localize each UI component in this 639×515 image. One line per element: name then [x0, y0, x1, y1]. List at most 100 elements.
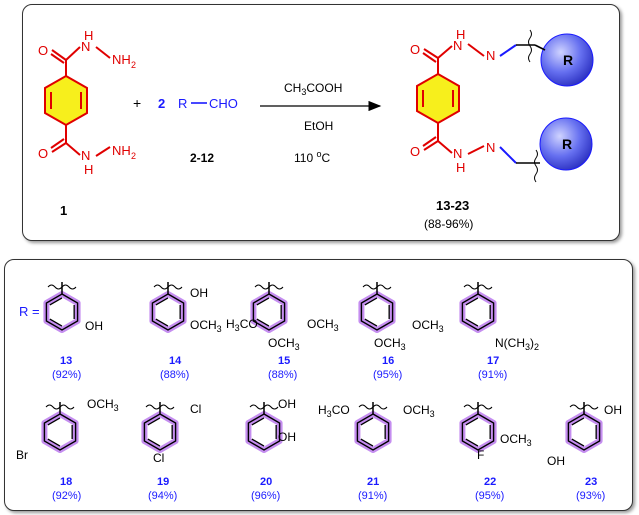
group-23-a: OH — [604, 403, 622, 417]
group-21-a: H3CO — [318, 403, 350, 419]
plus-sign: + — [133, 95, 141, 111]
svg-text:N: N — [453, 146, 462, 161]
compound-yield: (95%) — [373, 369, 402, 381]
group-23-b: OH — [547, 454, 565, 468]
ring-double-bond — [147, 438, 161, 447]
ring-double-bond — [256, 297, 270, 306]
group-17-a: N(CH3)2 — [495, 336, 539, 352]
wavy-attachment — [47, 284, 77, 290]
group-19-a: Cl — [190, 402, 201, 416]
compound-number: 23 — [585, 476, 597, 488]
ring-highlight — [358, 291, 396, 333]
compound-yield: (92%) — [52, 490, 81, 502]
substituent-rings — [41, 282, 603, 453]
compound-number: 13 — [60, 355, 72, 367]
reagent-r: R — [178, 96, 187, 111]
group-22-a: F — [477, 448, 484, 462]
ring-highlight — [354, 411, 392, 453]
svg-text:O: O — [38, 146, 48, 161]
svg-text:2: 2 — [131, 60, 136, 70]
ring-double-bond — [155, 297, 169, 306]
ring-highlight — [141, 411, 179, 453]
svg-text:N: N — [486, 48, 495, 63]
reagent-coefficient: 2 — [158, 96, 165, 111]
ring-outline — [252, 293, 286, 331]
ring-double-bond — [251, 438, 265, 447]
wavy-attachment — [254, 284, 284, 290]
benzene-ring — [565, 402, 603, 453]
ring-highlight — [245, 411, 283, 453]
ring-double-bond — [465, 297, 479, 306]
compound-yield: (93%) — [576, 490, 605, 502]
group-20-b: OH — [278, 430, 296, 444]
benzene-ring — [358, 282, 396, 333]
compound-yield: (91%) — [358, 490, 387, 502]
compound-number: 18 — [60, 476, 72, 488]
ring-outline — [43, 413, 77, 451]
wavy-attachment — [153, 284, 183, 290]
ring-highlight — [149, 291, 187, 333]
compound-yield: (96%) — [251, 490, 280, 502]
compound-yield: (94%) — [148, 490, 177, 502]
ring-outline — [360, 293, 394, 331]
benzene-ring — [459, 282, 497, 333]
compound-number: 15 — [278, 355, 290, 367]
r-equals-label: R = — [19, 304, 40, 319]
group-16-b: OCH3 — [374, 336, 406, 352]
product-structure: O N H N O N H N R R — [410, 27, 594, 183]
svg-text:2: 2 — [131, 151, 136, 161]
ring-double-bond — [360, 438, 374, 447]
svg-text:N: N — [81, 148, 90, 163]
reactant-1-number: 1 — [60, 203, 67, 218]
condition-acid: CH3COOH — [284, 81, 342, 97]
reactant-1-structure: O N H NH 2 O N H NH 2 — [38, 28, 136, 177]
group-22-b: OCH3 — [500, 432, 532, 448]
benzene-ring — [141, 402, 179, 453]
compound-yield: (88%) — [268, 369, 297, 381]
compound-number: 17 — [487, 355, 499, 367]
ring-outline — [461, 413, 495, 451]
compound-labels: 13 (92%) 14 (88%) 15 (88%) 16 (95%) 17 (… — [52, 355, 605, 502]
group-14-b: OCH3 — [190, 318, 222, 334]
benzene-ring — [459, 402, 497, 453]
compound-number: 21 — [367, 476, 379, 488]
svg-text:H: H — [84, 28, 93, 43]
group-16-a: OCH3 — [412, 318, 444, 334]
compound-number: 19 — [157, 476, 169, 488]
ring-outline — [45, 293, 79, 331]
compound-number: 16 — [382, 355, 394, 367]
svg-text:N: N — [81, 39, 90, 54]
compound-number: 22 — [484, 476, 496, 488]
ring-double-bond — [360, 417, 374, 426]
svg-text:O: O — [410, 42, 420, 57]
svg-text:N: N — [486, 140, 495, 155]
reaction-scheme-panel — [22, 4, 620, 241]
ring-double-bond — [147, 417, 161, 426]
wavy-attachment — [145, 404, 175, 410]
ring-outline — [247, 413, 281, 451]
ring-double-bond — [155, 318, 169, 327]
compound-yield: (91%) — [478, 369, 507, 381]
benzene-ring — [245, 402, 283, 453]
ring-outline — [143, 413, 177, 451]
ring-outline — [151, 293, 185, 331]
substituent-group-labels: OH OH OCH3 H3CO OCH3 OCH3 OCH3 OCH3 N(CH… — [16, 286, 622, 468]
benzene-ring — [354, 402, 392, 453]
ring-double-bond — [49, 318, 63, 327]
compound-number: 20 — [260, 476, 272, 488]
svg-text:NH: NH — [112, 52, 131, 67]
svg-text:O: O — [410, 144, 420, 159]
group-20-a: OH — [278, 397, 296, 411]
compound-number: 14 — [169, 355, 182, 367]
product-r-bottom: R — [562, 136, 572, 152]
ring-outline — [356, 413, 390, 451]
ring-highlight — [43, 291, 81, 333]
wavy-attachment — [45, 404, 75, 410]
reagent-cho: CHO — [209, 96, 238, 111]
wavy-attachment — [463, 404, 493, 410]
ring-double-bond — [47, 438, 61, 447]
ring-highlight — [565, 411, 603, 453]
reagent-numbers: 2-12 — [190, 151, 214, 165]
ring-highlight — [250, 291, 288, 333]
wavy-attachment — [249, 404, 279, 410]
